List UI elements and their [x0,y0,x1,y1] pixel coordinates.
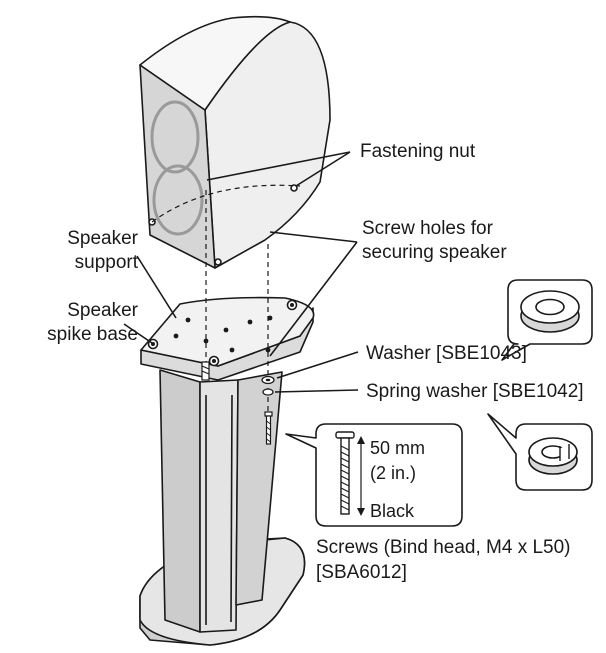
speaker-support-label-line1: Speaker [67,228,138,249]
screw-length-label: 50 mm [370,438,425,458]
screw-holes-label-line2: securing speaker [362,242,507,263]
exploded-hardware [261,375,275,445]
washer-callout [501,279,593,361]
leader-lines [123,151,359,393]
plate-screw-left [201,361,210,381]
spike-base-label-line2: spike base [47,324,138,345]
screw-detail-callout [285,423,463,527]
screw-length-inch-label: (2 in.) [370,463,416,483]
spring-washer-callout [487,413,593,491]
speaker-support-label-line2: support [75,252,139,273]
spring-washer-label: Spring washer [SBE1042] [366,381,584,402]
screw-color-label: Black [370,501,415,521]
speaker-cabinet [139,15,331,269]
screws-label-line1: Screws (Bind head, M4 x L50) [316,537,571,558]
stand-legs [159,369,283,633]
spike-base-label-line1: Speaker [67,300,138,321]
screws-label-line2: [SBA6012] [316,562,407,583]
fastening-nut-label: Fastening nut [360,141,476,162]
speaker-spike-base-plate [140,296,315,381]
screw-holes-label-line1: Screw holes for [362,218,494,239]
washer-label: Washer [SBE1043] [366,343,527,364]
